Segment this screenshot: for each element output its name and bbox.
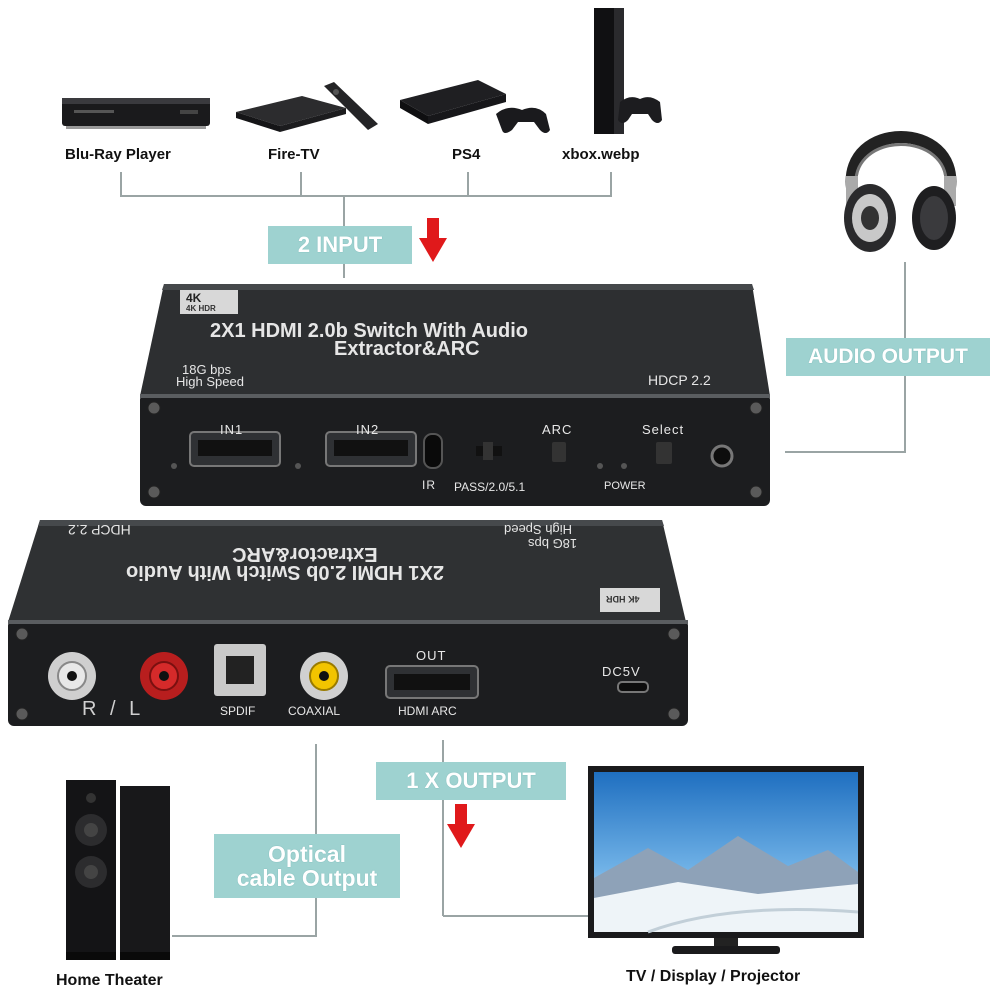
rear-speed-line1: 18G bps: [528, 536, 578, 551]
rear-speed-line2: High Speed: [504, 522, 572, 537]
front-power-label: POWER: [604, 480, 646, 492]
front-select-label: Select: [642, 422, 685, 437]
source-label-firetv: Fire-TV: [268, 146, 320, 163]
home-theater-image: [66, 780, 170, 960]
front-ir-label: IR: [422, 478, 436, 492]
tv-label: TV / Display / Projector: [626, 968, 801, 985]
front-title-line1: 2X1 HDMI 2.0b Switch With Audio: [210, 320, 528, 342]
source-bus-line: [120, 172, 612, 197]
switch-rear-unit: 2X1 HDMI 2.0b Switch With Audio Extracto…: [6, 518, 690, 730]
front-title-line2: Extractor&ARC: [334, 338, 480, 360]
output-callout: 1 X OUTPUT: [376, 762, 566, 800]
rear-dc5v-label: DC5V: [602, 664, 641, 679]
optical-output-callout: Optical cable Output: [214, 834, 400, 898]
audio-output-callout: AUDIO OUTPUT: [786, 338, 990, 376]
front-pass-label: PASS/2.0/5.1: [454, 480, 526, 494]
source-label-ps4: PS4: [452, 146, 481, 163]
front-speed-line1: 18G bps: [182, 362, 232, 377]
audio-output-line: [785, 262, 906, 453]
front-in2-label: IN2: [356, 422, 380, 437]
firetv-image: [236, 82, 378, 132]
tv-image: [588, 766, 864, 954]
front-hdcp: HDCP 2.2: [648, 372, 711, 388]
rear-title-line2: Extractor&ARC: [232, 543, 378, 565]
headphones-image: [844, 131, 957, 252]
optical-line: [172, 744, 317, 937]
input-arrow: [419, 218, 447, 262]
xbox-image: [594, 8, 662, 134]
source-label-bluray: Blu-Ray Player: [65, 146, 171, 163]
rear-hdcp: HDCP 2.2: [68, 522, 131, 538]
switch-front-unit: 4K 4K HDR 2X1 HDMI 2.0b Switch With Audi…: [138, 282, 774, 510]
output-arrow: [447, 804, 475, 848]
rear-hdmi-arc-label: HDMI ARC: [398, 704, 457, 718]
front-badge-4k: 4K: [186, 291, 202, 305]
front-arc-label: ARC: [542, 422, 573, 437]
home-theater-label: Home Theater: [56, 972, 163, 989]
optical-callout-line2: cable Output: [236, 865, 378, 891]
rear-coaxial-label: COAXIAL: [288, 704, 341, 718]
rear-spdif-label: SPDIF: [220, 704, 256, 718]
ps4-image: [400, 80, 550, 133]
front-speed-line2: High Speed: [176, 374, 244, 389]
bluray-player-image: [62, 98, 210, 129]
rear-badge-hdr: 4K HDR: [606, 594, 640, 604]
rear-rl-label: R / L: [82, 698, 145, 720]
input-callout: 2 INPUT: [268, 226, 412, 264]
front-in1-label: IN1: [220, 422, 244, 437]
rear-out-label: OUT: [416, 648, 447, 663]
optical-callout-line1: Optical: [268, 840, 346, 867]
source-label-xbox: xbox.webp: [562, 146, 640, 163]
front-badge-hdr: 4K HDR: [186, 304, 216, 313]
